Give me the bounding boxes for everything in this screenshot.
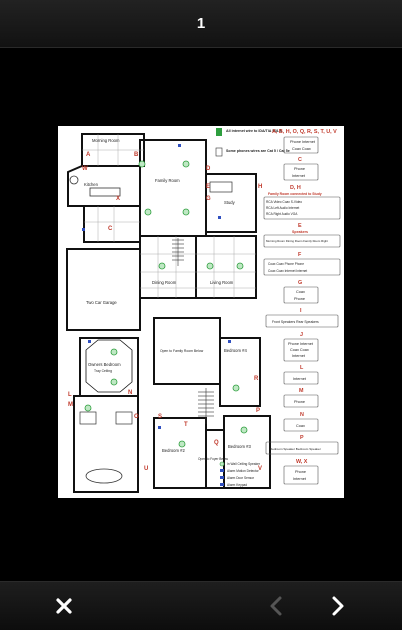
svg-text:E: E [298, 223, 302, 229]
image-viewer[interactable]: Morning Room Family Room Kitchen Study D… [0, 48, 402, 581]
svg-text:Phone: Phone [294, 400, 305, 404]
bottom-toolbar [0, 581, 402, 630]
open-foyer-label: Open to Foyer Below [198, 457, 229, 461]
note-phone-wires: Some phones wires are Cat 5 / Cat 5e [226, 149, 290, 153]
svg-text:G: G [206, 196, 211, 202]
svg-text:Bedroom Speaker Bedroom Speak: Bedroom Speaker Bedroom Speaker [270, 447, 321, 451]
living-room-outline [195, 235, 257, 299]
svg-text:A: A [86, 152, 91, 158]
svg-text:Alarm Keypad: Alarm Keypad [227, 483, 247, 487]
page-number: 1 [196, 15, 206, 32]
family-room-label: Family Room [155, 178, 180, 183]
bedroom4-label: Bedroom #4 [224, 348, 247, 353]
svg-text:Phone: Phone [294, 297, 305, 301]
bedroom4-outline [219, 337, 261, 407]
svg-text:O: O [134, 414, 139, 420]
kitchen-label: Kitchen [84, 182, 99, 187]
chevron-right-icon [332, 596, 344, 616]
svg-text:T: T [184, 422, 188, 428]
svg-text:Coax Coax: Coax Coax [292, 147, 311, 151]
morning-room-label: Morning Room [92, 138, 120, 143]
svg-text:Phone: Phone [295, 470, 306, 474]
dining-room-label: Dining Room [152, 280, 177, 285]
svg-text:Internet: Internet [292, 354, 306, 358]
svg-text:Internet: Internet [293, 477, 307, 481]
svg-text:X: X [116, 196, 120, 202]
svg-text:D: D [206, 166, 211, 172]
garage-label: Two Car Garage [86, 300, 117, 305]
svg-text:U: U [144, 466, 148, 472]
svg-text:W: W [82, 166, 88, 172]
next-button[interactable] [312, 582, 364, 630]
svg-text:L: L [300, 365, 304, 371]
open-family-label: Open to Family Room Below [160, 349, 204, 353]
study-label: Study [224, 200, 236, 205]
svg-text:Phone Internet: Phone Internet [290, 140, 316, 144]
symbol-key: In Wall Ceiling Speaker Alarm Motion Det… [219, 461, 261, 487]
bedroom2-label: Bedroom #2 [162, 448, 185, 453]
close-icon [56, 598, 72, 614]
svg-text:Q: Q [214, 440, 219, 446]
svg-text:C: C [298, 157, 302, 163]
note-wire-standard: All internet wire to IDA/TIA 568-A [226, 129, 282, 133]
svg-text:R: R [254, 376, 259, 382]
close-button[interactable] [38, 582, 90, 630]
svg-text:P: P [300, 435, 304, 441]
owners-bedroom-label: Owners Bedroom [88, 362, 121, 367]
svg-text:D, H: D, H [290, 185, 301, 191]
svg-text:E: E [206, 184, 210, 190]
legend-heading: A, B, H, O, Q, R, S, T, U, V [272, 129, 337, 135]
previous-button[interactable] [250, 582, 302, 630]
svg-text:In Wall Ceiling Speaker: In Wall Ceiling Speaker [227, 462, 261, 466]
living-room-label: Living Room [210, 280, 234, 285]
svg-text:M: M [299, 388, 304, 394]
svg-text:N: N [300, 412, 304, 418]
svg-text:F: F [298, 252, 302, 258]
top-bar: 1 [0, 0, 402, 48]
svg-text:Coax Coax Internet Internet: Coax Coax Internet Internet [268, 269, 307, 273]
svg-text:RCA Video Coax S-Video: RCA Video Coax S-Video [266, 200, 302, 204]
svg-text:Speakers: Speakers [292, 230, 308, 234]
svg-text:RCA Left Audio Internet: RCA Left Audio Internet [266, 206, 299, 210]
svg-text:Morning Room Dining Room Fam: Morning Room Dining Room Family Room Rig… [266, 239, 328, 243]
study-outline [205, 173, 257, 233]
svg-text:Alarm Door Sensor: Alarm Door Sensor [227, 476, 255, 480]
mud-area-outline [83, 205, 141, 243]
svg-text:Coax Coax: Coax Coax [290, 348, 309, 352]
svg-text:Internet: Internet [292, 174, 306, 178]
svg-text:C: C [108, 226, 113, 232]
svg-text:Internet: Internet [293, 377, 307, 381]
chevron-left-icon [270, 596, 282, 616]
tray-ceiling-label: Tray Ceiling [94, 369, 112, 373]
svg-text:S: S [158, 414, 162, 420]
floor-plan-drawing: Morning Room Family Room Kitchen Study D… [58, 126, 344, 498]
svg-text:B: B [134, 152, 139, 158]
svg-text:Coax Coax Phone Phone: Coax Coax Phone Phone [268, 262, 304, 266]
svg-text:Alarm Motion Detector: Alarm Motion Detector [227, 469, 260, 473]
svg-text:Coax: Coax [296, 424, 305, 428]
svg-text:H: H [258, 184, 262, 190]
bedroom3-label: Bedroom #3 [228, 444, 251, 449]
svg-text:Family Room connected to Study: Family Room connected to Study [268, 192, 322, 196]
owners-bath-outline [73, 395, 139, 493]
svg-text:L: L [68, 392, 72, 398]
svg-text:G: G [298, 280, 302, 286]
svg-text:Front Speakers Rear Speakers: Front Speakers Rear Speakers [272, 320, 319, 324]
svg-text:Phone Internet: Phone Internet [288, 342, 314, 346]
floor-plan-image[interactable]: Morning Room Family Room Kitchen Study D… [58, 126, 344, 498]
svg-text:RCA Right Audio VGA: RCA Right Audio VGA [266, 212, 298, 216]
svg-text:Phone: Phone [294, 167, 305, 171]
svg-text:V: V [258, 466, 262, 472]
svg-text:N: N [128, 390, 132, 396]
svg-text:I: I [300, 308, 302, 314]
svg-text:W, X: W, X [296, 459, 308, 465]
svg-text:M: M [68, 402, 73, 408]
garage-outline [66, 248, 141, 331]
svg-text:Coax: Coax [296, 290, 305, 294]
svg-text:P: P [256, 408, 260, 414]
svg-text:J: J [300, 332, 303, 338]
bedroom3-outline [223, 415, 271, 489]
